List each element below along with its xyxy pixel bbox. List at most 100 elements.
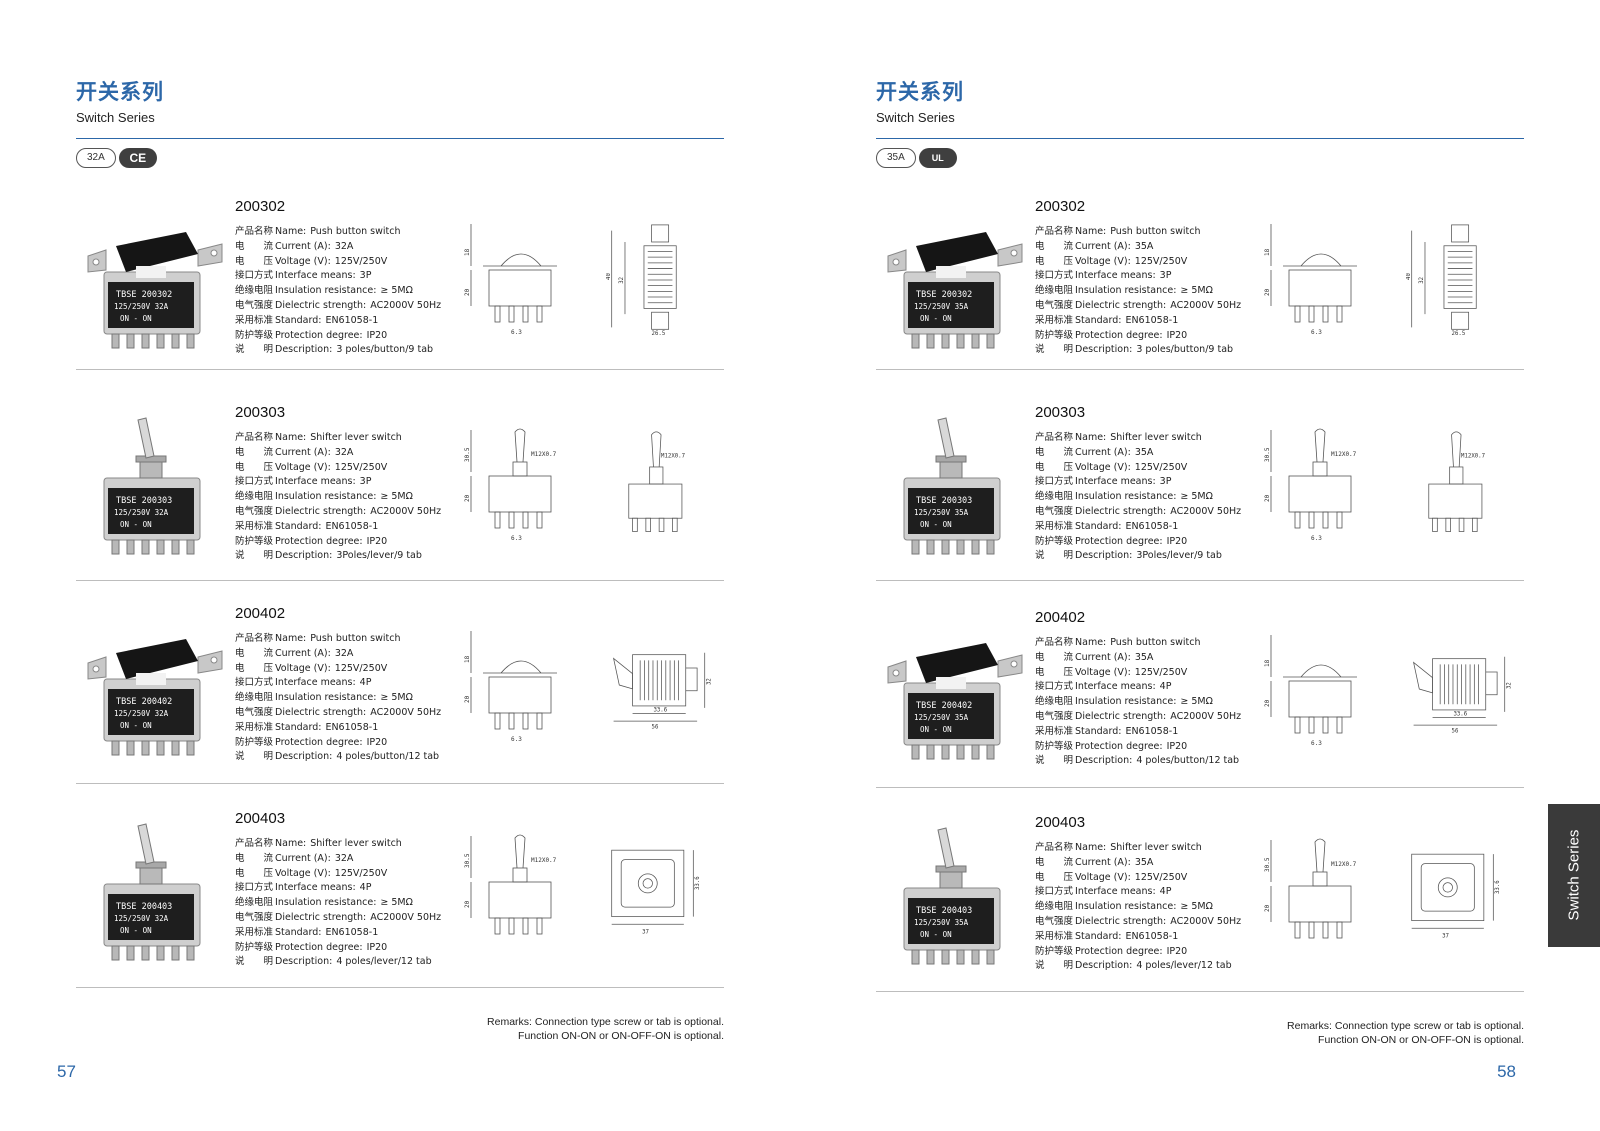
spec-label-en: Standard: — [1075, 725, 1122, 737]
drawing-dim-line — [613, 652, 706, 722]
spec-label-cn: 接口方式 — [235, 476, 274, 488]
dim-label-body-width: 33.6 — [653, 708, 667, 714]
spec-value: 4P — [1159, 681, 1172, 693]
spec-label-en: Voltage (V): — [275, 662, 331, 674]
drawing-terminal — [1322, 716, 1329, 734]
spec-value: AC2000V 50Hz — [370, 911, 442, 923]
button-base — [136, 266, 166, 278]
dim-label-overall-height: 40 — [606, 273, 612, 280]
spec-label-cn: 防护等级 — [1035, 329, 1074, 341]
switch-label-plate — [108, 282, 194, 328]
drawing-lever — [514, 428, 526, 463]
section-title-cn: 开关系列 — [876, 80, 964, 104]
spec-value: 3P — [1159, 270, 1172, 282]
spec-value: EN61058-1 — [1125, 314, 1179, 326]
side-view-drawing: 33.637 — [1411, 853, 1501, 940]
spec-label-cn: 采用标准 — [235, 520, 274, 532]
terminal-tab — [141, 539, 150, 555]
spec-label-cn: 电气强度 — [1035, 915, 1074, 927]
drawing-inner-frame — [620, 859, 675, 908]
product-code: 200402 — [1035, 609, 1086, 626]
spec-value: Push button switch — [1110, 226, 1201, 237]
mounting-hole — [210, 656, 218, 664]
spec-value: Push button switch — [1110, 637, 1201, 648]
terminal-tab — [971, 539, 980, 555]
photo-brand-text: TBSE 200302 — [916, 290, 972, 300]
spec-value: Shifter lever switch — [1110, 432, 1202, 443]
spec-label-en: Name: — [275, 838, 307, 849]
toggle-lever — [937, 417, 955, 459]
spec-value: EN61058-1 — [1125, 520, 1179, 532]
page-number: 57 — [57, 1062, 76, 1081]
dim-label-height-top: 30.5 — [1264, 447, 1271, 462]
spec-label-cn: 电 流 — [1035, 651, 1074, 663]
drawing-lever-top — [1442, 882, 1453, 893]
spec-label-en: Dielectric strength: — [1075, 299, 1167, 311]
dim-label-width: 26.5 — [1452, 331, 1466, 337]
drawing-bushing — [649, 466, 664, 485]
drawing-terminal — [494, 917, 501, 935]
drawing-button-outline — [483, 660, 557, 674]
side-view-drawing: M12X0.7 — [628, 431, 685, 532]
drawing-body-outline — [1288, 269, 1352, 307]
spec-label-en: Current (A): — [275, 852, 331, 864]
terminal-tab — [941, 539, 950, 555]
drawing-terminal — [1294, 511, 1301, 529]
spec-label-cn: 产品名称 — [1035, 432, 1074, 443]
spec-label-en: Protection degree: — [1075, 329, 1163, 341]
terminal-tab — [171, 945, 180, 961]
spec-value: IP20 — [366, 941, 388, 953]
dim-label-overall-width: 56 — [652, 725, 659, 731]
spec-label-cn: 电 压 — [235, 867, 274, 879]
drawing-button-outline — [1283, 664, 1357, 678]
spec-label-cn: 电 流 — [1035, 240, 1074, 252]
toggle-lever — [937, 827, 955, 869]
photo-function-text: ON - ON — [120, 520, 152, 529]
spec-label-en: Interface means: — [275, 882, 356, 894]
spec-label-cn: 绝缘电阻 — [235, 285, 274, 297]
dim-label-terminal: 6.3 — [1311, 329, 1322, 336]
mounting-hole — [210, 249, 218, 257]
drawing-lever — [1314, 428, 1326, 463]
spec-label-en: Protection degree: — [275, 941, 363, 953]
spec-value: ≥ 5MΩ — [380, 692, 413, 704]
drawing-terminal — [522, 511, 529, 529]
spec-label-en: Current (A): — [1075, 856, 1131, 868]
spec-label-cn: 防护等级 — [235, 535, 274, 547]
drawing-top-body — [632, 654, 687, 707]
drawing-bushing — [1312, 461, 1328, 477]
spec-label-en: Standard: — [275, 721, 322, 733]
drawing-terminal — [508, 511, 515, 529]
dim-label-height-top: 18 — [1264, 659, 1271, 667]
photo-rating-text: 125/250V 32A — [114, 302, 169, 311]
side-tab-switch-series[interactable]: Switch Series — [1548, 804, 1600, 947]
spec-value: 32A — [334, 240, 354, 252]
drawing-mount-ear — [1451, 311, 1470, 330]
spec-value: IP20 — [1166, 329, 1188, 341]
spec-label-en: Description: — [1075, 344, 1133, 356]
